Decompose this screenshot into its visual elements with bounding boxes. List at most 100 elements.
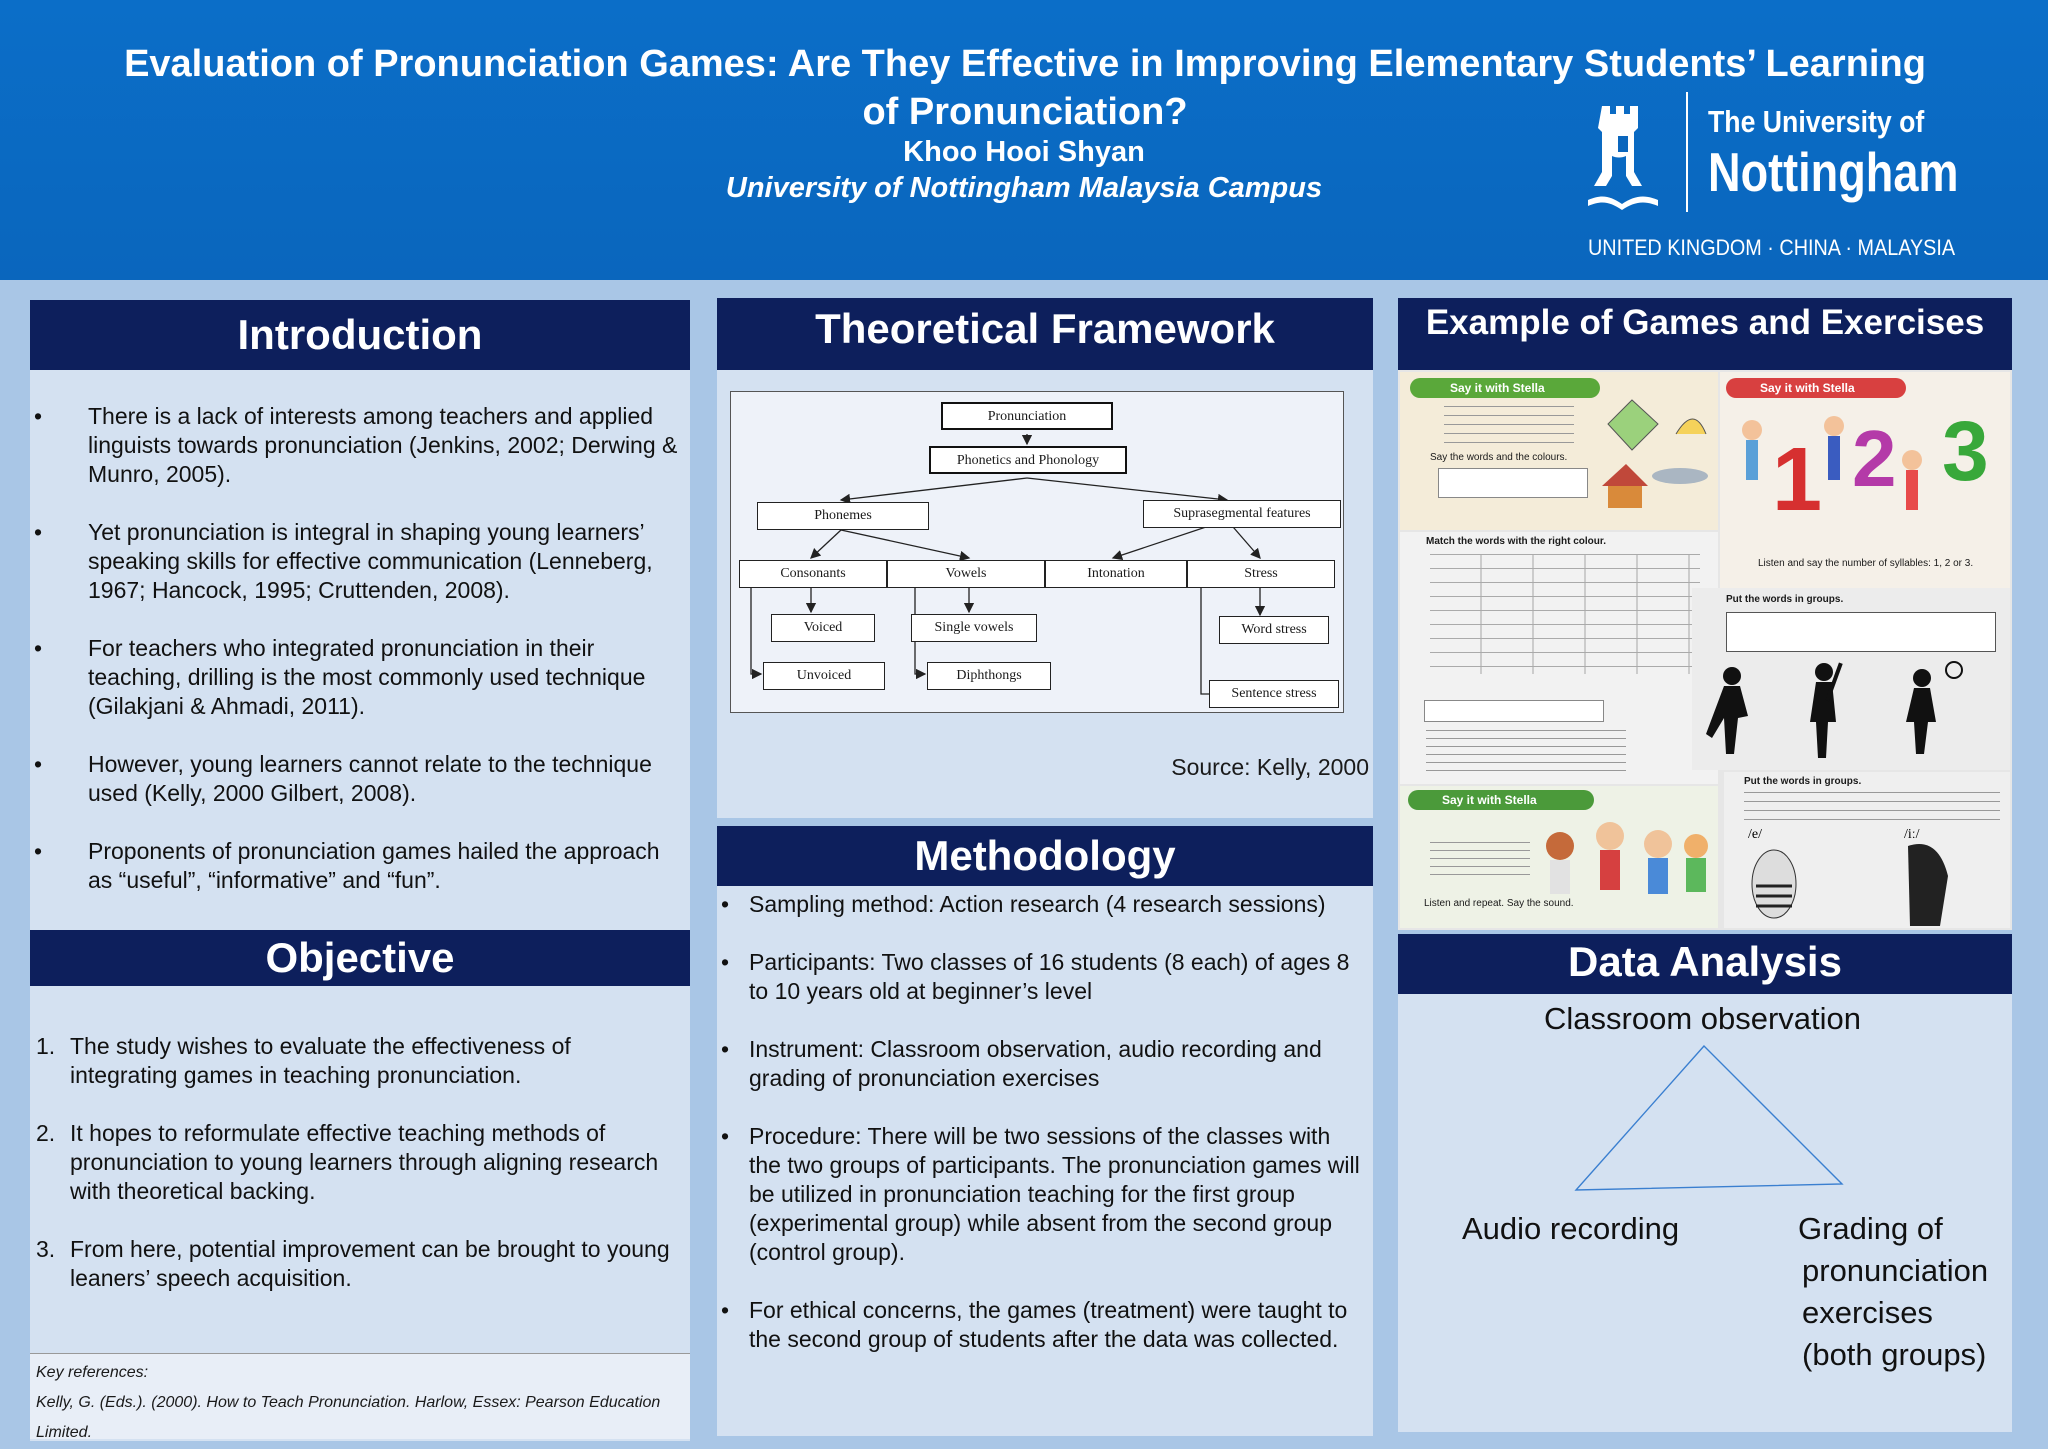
item-number: 2. bbox=[36, 1120, 56, 1146]
word-box bbox=[1726, 612, 1996, 652]
reference-entry: Kelly, G. (Eds.). (2000). How to Teach P… bbox=[36, 1394, 661, 1441]
node-phonetics-phonology: Phonetics and Phonology bbox=[929, 446, 1127, 474]
list-item: Participants: Two classes of 16 students… bbox=[717, 948, 1367, 1006]
triangle-right-label: Grading of pronunciation exercises (both… bbox=[1798, 1208, 1988, 1376]
item-text: The study wishes to evaluate the effecti… bbox=[70, 1033, 571, 1088]
game-title-banner: Say it with Stella bbox=[1726, 378, 1906, 398]
methodology-list: Sampling method: Action research (4 rese… bbox=[717, 890, 1367, 1383]
game-title: Say it with Stella bbox=[1450, 381, 1545, 395]
kite-house-plane-icon bbox=[1602, 399, 1708, 508]
framework-diagram: Pronunciation Phonetics and Phonology Ph… bbox=[730, 391, 1344, 713]
list-item: Instrument: Classroom observation, audio… bbox=[717, 1035, 1367, 1093]
data-analysis-panel: Data Analysis Classroom observation Audi… bbox=[1398, 934, 2012, 1432]
node-consonants: Consonants bbox=[739, 560, 887, 588]
game-image-4: Put the words in groups. bbox=[1692, 588, 2010, 770]
references-label: Key references: bbox=[36, 1364, 149, 1381]
game-image-6: Put the words in groups. /e/ /iː/ bbox=[1724, 772, 2010, 928]
list-item: For teachers who integrated pronunciatio… bbox=[30, 634, 684, 721]
author-affiliation: University of Nottingham Malaysia Campus bbox=[725, 172, 1323, 204]
framework-source: Source: Kelly, 2000 bbox=[1171, 754, 1369, 780]
node-stress: Stress bbox=[1187, 560, 1335, 588]
svg-text:2: 2 bbox=[1852, 414, 1897, 503]
game-lines bbox=[1444, 406, 1574, 446]
game-image-5: Say it with Stella Listen and repeat. Sa… bbox=[1400, 786, 1718, 928]
list-item: 1.The study wishes to evaluate the effec… bbox=[30, 1032, 670, 1090]
node-vowels: Vowels bbox=[887, 560, 1045, 588]
list-item: 3. From here, potential improvement can b… bbox=[30, 1235, 670, 1293]
castle-tower-icon bbox=[1588, 106, 1658, 210]
item-number: 3. bbox=[36, 1236, 56, 1262]
node-phonemes: Phonemes bbox=[757, 502, 929, 530]
poster-title: Evaluation of Pronunciation Games: Are T… bbox=[40, 40, 2010, 136]
word-grid bbox=[1430, 554, 1700, 674]
title-line-2: of Pronunciation? bbox=[862, 91, 1188, 133]
game-image-3: Match the words with the right colour. bbox=[1400, 532, 1718, 784]
game-image-2: Say it with Stella 1 2 3 Listen and say … bbox=[1720, 372, 2010, 590]
game-lines bbox=[1430, 842, 1530, 882]
item-text: It hopes to reformulate effective teachi… bbox=[70, 1120, 659, 1204]
right-label-line: Grading of bbox=[1798, 1211, 1943, 1246]
word-box bbox=[1438, 468, 1588, 498]
game-title: Say it with Stella bbox=[1442, 793, 1537, 807]
word-box bbox=[1744, 792, 2000, 820]
node-intonation: Intonation bbox=[1045, 560, 1187, 588]
svg-text:1: 1 bbox=[1772, 430, 1822, 530]
list-item: 2. It hopes to reformulate effective teac… bbox=[30, 1119, 670, 1206]
left-column-panel: Introduction There is a lack of interest… bbox=[30, 300, 690, 1441]
silhouettes-icon bbox=[1706, 661, 1963, 758]
game-caption: Say the words and the colours. bbox=[1430, 452, 1568, 463]
methodology-heading: Methodology bbox=[717, 826, 1373, 886]
framework-heading: Theoretical Framework bbox=[717, 298, 1373, 370]
game-title-banner: Say it with Stella bbox=[1408, 790, 1594, 810]
word-box bbox=[1424, 700, 1604, 722]
game-caption: Put the words in groups. bbox=[1726, 594, 1844, 605]
triangle-left-label: Audio recording bbox=[1462, 1211, 1680, 1246]
examples-panel: Example of Games and Exercises Say it wi… bbox=[1398, 298, 2012, 930]
game-caption: Put the words in groups. bbox=[1744, 776, 1862, 787]
poster-banner: Evaluation of Pronunciation Games: Are T… bbox=[0, 0, 2048, 280]
objective-list: 1.The study wishes to evaluate the effec… bbox=[30, 1032, 670, 1322]
mouth-illustration-icon: /e/ /iː/ bbox=[1748, 827, 1948, 926]
objective-heading: Objective bbox=[30, 930, 690, 986]
triangle-top-label: Classroom observation bbox=[1544, 1001, 1862, 1036]
node-unvoiced: Unvoiced bbox=[763, 662, 885, 690]
right-label-line: (both groups) bbox=[1802, 1337, 1987, 1372]
examples-heading: Example of Games and Exercises bbox=[1398, 298, 2012, 370]
introduction-list: There is a lack of interests among teach… bbox=[30, 402, 690, 924]
node-sentence-stress: Sentence stress bbox=[1209, 680, 1339, 708]
node-diphthongs: Diphthongs bbox=[927, 662, 1051, 690]
svg-text:/e/: /e/ bbox=[1748, 827, 1762, 842]
list-item: Yet pronunciation is integral in shaping… bbox=[30, 518, 684, 605]
logo-line-1: The University of bbox=[1708, 104, 1925, 139]
list-item: Procedure: There will be two sessions of… bbox=[717, 1122, 1367, 1267]
author-name: Khoo Hooi Shyan bbox=[903, 136, 1145, 168]
logo-line-2: Nottingham bbox=[1708, 141, 1959, 203]
numbers-123-icon: 1 2 3 bbox=[1742, 404, 1989, 530]
title-line-1: Evaluation of Pronunciation Games: Are T… bbox=[124, 43, 1926, 85]
node-voiced: Voiced bbox=[771, 614, 875, 642]
svg-text:/iː/: /iː/ bbox=[1904, 827, 1920, 842]
game-image-1: Say it with Stella Say the words and the… bbox=[1400, 372, 1718, 530]
node-suprasegmental: Suprasegmental features bbox=[1143, 500, 1341, 528]
data-analysis-heading: Data Analysis bbox=[1398, 934, 2012, 994]
game-caption: Listen and repeat. Say the sound. bbox=[1424, 898, 1574, 909]
game-caption: Listen and say the number of syllables: … bbox=[1758, 558, 1974, 569]
triangulation-diagram bbox=[1574, 1044, 1844, 1191]
right-label-line: pronunciation bbox=[1802, 1253, 1989, 1288]
logo-campuses: UNITED KINGDOM · CHINA · MALAYSIA bbox=[1588, 235, 1956, 260]
methodology-panel: Methodology Sampling method: Action rese… bbox=[717, 826, 1373, 1436]
list-item: For ethical concerns, the games (treatme… bbox=[717, 1296, 1367, 1354]
list-item: However, young learners cannot relate to… bbox=[30, 750, 684, 808]
university-logo: The University of Nottingham UNITED KING… bbox=[1580, 92, 2020, 267]
game-lines bbox=[1426, 730, 1626, 776]
svg-text:3: 3 bbox=[1942, 404, 1989, 498]
game-caption: Match the words with the right colour. bbox=[1426, 536, 1607, 547]
node-pronunciation: Pronunciation bbox=[941, 402, 1113, 430]
introduction-heading: Introduction bbox=[30, 300, 690, 370]
children-icon bbox=[1546, 822, 1708, 894]
node-word-stress: Word stress bbox=[1219, 616, 1329, 644]
node-single-vowels: Single vowels bbox=[911, 614, 1037, 642]
game-title-banner: Say it with Stella bbox=[1410, 378, 1600, 398]
list-item: There is a lack of interests among teach… bbox=[30, 402, 684, 489]
item-text: From here, potential improvement can be … bbox=[70, 1236, 670, 1291]
